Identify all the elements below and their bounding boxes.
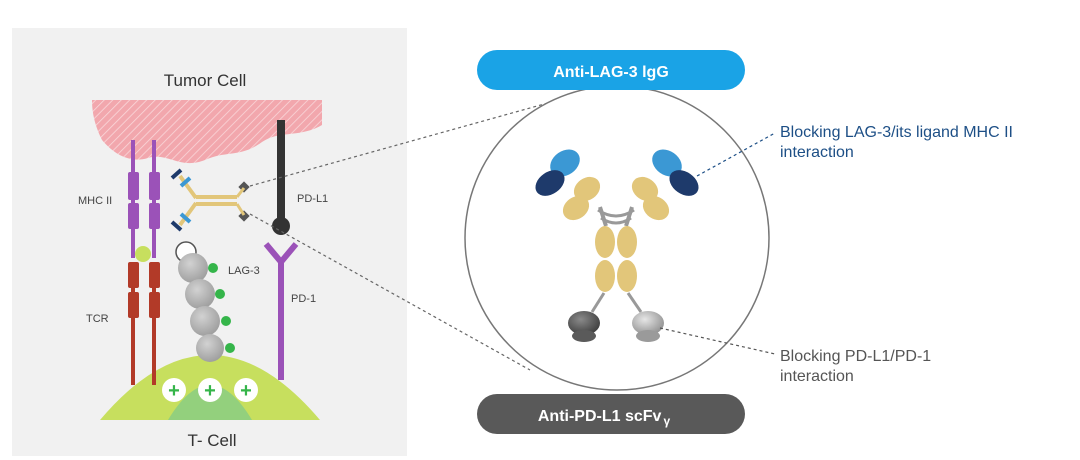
anti-pd-l1-label-subscript: γ (663, 414, 670, 428)
anti-lag3-pill (477, 50, 745, 90)
pd-l1-ligand (272, 120, 290, 235)
plus-sign: + (168, 380, 180, 402)
antibody-hinge (597, 206, 635, 227)
small-bispecific-antibody-icon (170, 168, 250, 232)
antibody-fc-region (590, 226, 643, 313)
cell-interaction-panel: Tumor Cell MHC II TCR (12, 28, 407, 456)
tcr-receptor (128, 262, 160, 385)
callout-lag3-line2: interaction (780, 144, 854, 161)
callout-pd-l1-line1: Blocking PD-L1/PD-1 (780, 348, 931, 365)
zoom-connector-lines (249, 95, 574, 371)
antibody-left-fab (535, 149, 601, 221)
anti-pd-l1-pill (477, 394, 745, 434)
lag3-label: LAG-3 (228, 265, 260, 277)
tumor-cell-label: Tumor Cell (164, 71, 247, 90)
plus-badge (234, 378, 258, 402)
pd-1-label: PD-1 (291, 293, 316, 305)
plus-sign: + (240, 380, 252, 402)
plus-badge (162, 378, 186, 402)
mhc-ii-label: MHC II (78, 195, 112, 207)
anti-pd-l1-label-main: Anti-PD-L1 scFv (538, 408, 662, 425)
t-cell-inner-region (168, 385, 252, 420)
tcr-label: TCR (86, 313, 109, 325)
activation-signals: + + + (162, 378, 258, 402)
callout-lag3-line1: Blocking LAG-3/its ligand MHC II (780, 124, 1013, 141)
peptide-antigen (135, 246, 151, 262)
tumor-cell-membrane (92, 100, 322, 164)
zoom-circle (464, 85, 770, 391)
callout-lag3: Blocking LAG-3/its ligand MHC II interac… (696, 124, 1013, 177)
scfv-pd-l1-domains (568, 311, 664, 342)
callout-pd-l1: Blocking PD-L1/PD-1 interaction (659, 327, 931, 385)
pd-1-receptor (263, 242, 299, 380)
mhc-ii-receptor (128, 140, 160, 258)
t-cell-label: T- Cell (187, 431, 236, 450)
anti-lag3-label: Anti-LAG-3 lgG (553, 64, 669, 81)
lag3-receptor (175, 241, 235, 362)
plus-sign: + (204, 380, 216, 402)
antibody-right-fab (631, 149, 699, 221)
plus-badge (198, 378, 222, 402)
pd-l1-label: PD-L1 (297, 193, 328, 205)
callout-pd-l1-line2: interaction (780, 368, 854, 385)
